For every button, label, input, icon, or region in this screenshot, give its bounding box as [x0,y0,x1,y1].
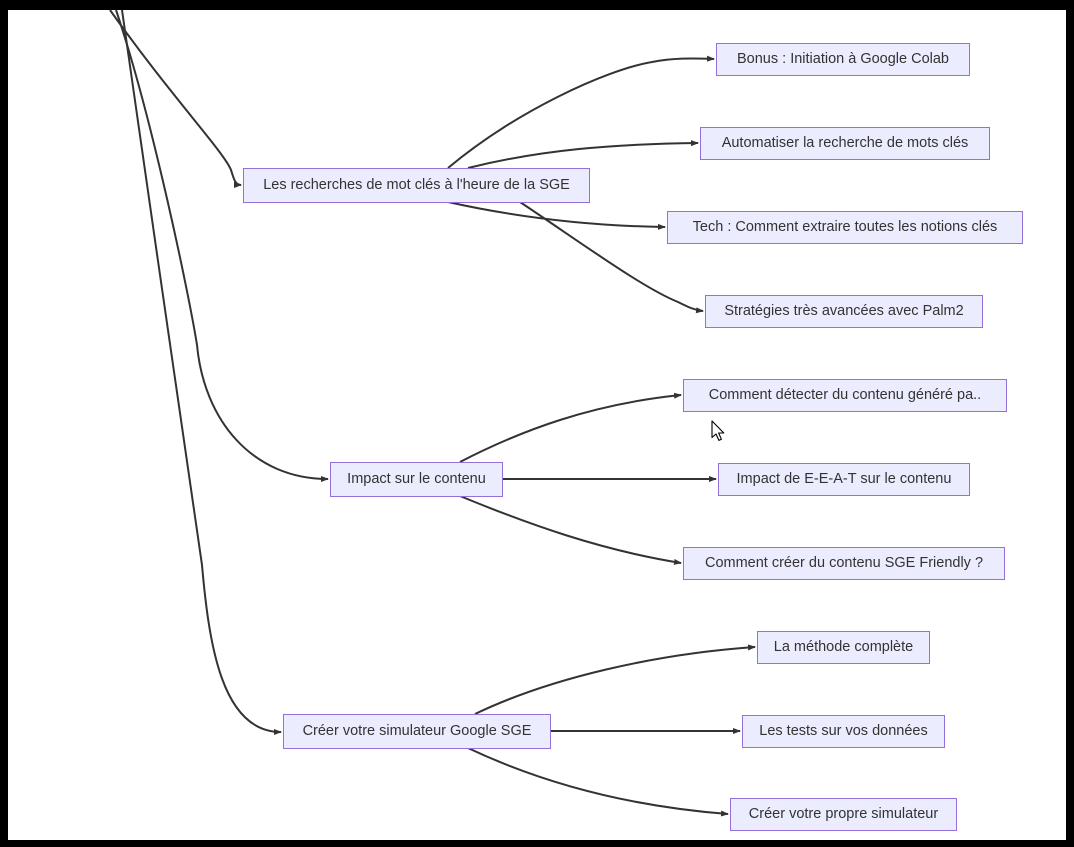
node-label: Créer votre simulateur Google SGE [302,723,532,740]
node-label: Impact sur le contenu [347,471,486,488]
mindmap-node-b2[interactable]: Impact sur le contenu [330,462,503,497]
mindmap-node-b1c3[interactable]: Tech : Comment extraire toutes les notio… [667,211,1023,244]
node-label: La méthode complète [773,639,914,656]
node-label: Tech : Comment extraire toutes les notio… [692,219,998,236]
mindmap-node-b2c2[interactable]: Impact de E-E-A-T sur le contenu [718,463,970,496]
node-label: Impact de E-E-A-T sur le contenu [736,471,952,488]
mindmap-node-b1[interactable]: Les recherches de mot clés à l'heure de … [243,168,590,203]
node-label: Comment créer du contenu SGE Friendly ? [704,555,984,572]
mindmap-node-b2c1[interactable]: Comment détecter du contenu généré pa.. [683,379,1007,412]
node-label: Automatiser la recherche de mots clés [721,135,969,152]
mindmap-node-b1c4[interactable]: Stratégies très avancées avec Palm2 [705,295,983,328]
node-label: Stratégies très avancées avec Palm2 [724,303,964,320]
mindmap-node-b3c3[interactable]: Créer votre propre simulateur [730,798,957,831]
node-label: Créer votre propre simulateur [748,806,939,823]
mindmap-node-b1c2[interactable]: Automatiser la recherche de mots clés [700,127,990,160]
node-label: Les tests sur vos données [759,723,928,740]
node-label: Comment détecter du contenu généré pa.. [708,387,982,404]
mindmap-node-b1c1[interactable]: Bonus : Initiation à Google Colab [716,43,970,76]
mindmap-node-b3c2[interactable]: Les tests sur vos données [742,715,945,748]
mindmap-node-b2c3[interactable]: Comment créer du contenu SGE Friendly ? [683,547,1005,580]
mindmap-node-b3[interactable]: Créer votre simulateur Google SGE [283,714,551,749]
node-label: Bonus : Initiation à Google Colab [737,51,949,68]
node-label: Les recherches de mot clés à l'heure de … [263,177,570,194]
mindmap-node-b3c1[interactable]: La méthode complète [757,631,930,664]
